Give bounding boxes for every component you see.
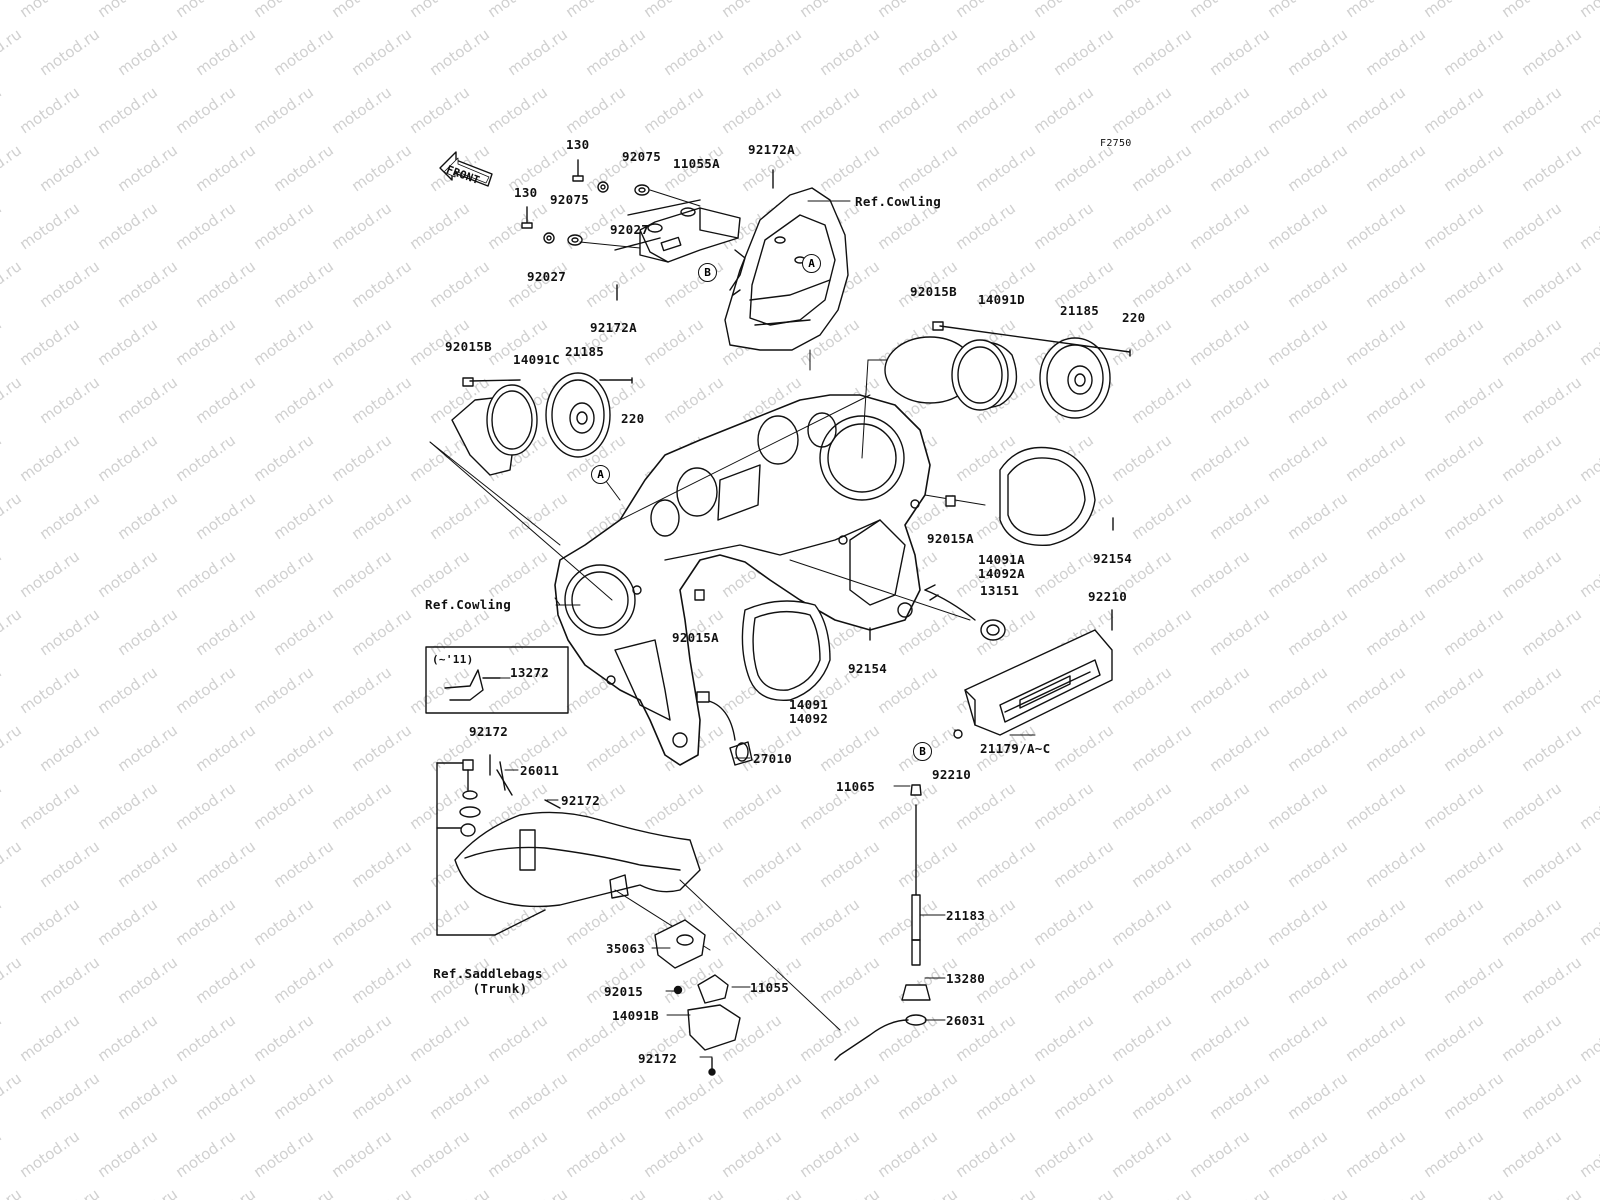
- upper-bracket-assembly: [614, 199, 741, 263]
- front-arrow-icon: [439, 151, 493, 187]
- trunk-shape: [454, 811, 841, 1031]
- radio-unit: [924, 584, 1113, 739]
- left-fastener-stack: [436, 754, 561, 936]
- fairing-leader-lines: [429, 359, 986, 621]
- upper-cowling-piece: [724, 187, 849, 351]
- top-fasteners: [521, 159, 774, 301]
- left-grille: [694, 589, 871, 702]
- left-speaker-group: [451, 372, 633, 476]
- inset-box: [425, 646, 569, 714]
- antenna: [834, 784, 931, 1061]
- right-grille: [945, 446, 1114, 546]
- lower-mount-parts: [654, 919, 741, 1076]
- inner-fairing: [554, 394, 931, 766]
- switch-27010: [696, 691, 753, 766]
- right-speaker-group: [884, 321, 1131, 419]
